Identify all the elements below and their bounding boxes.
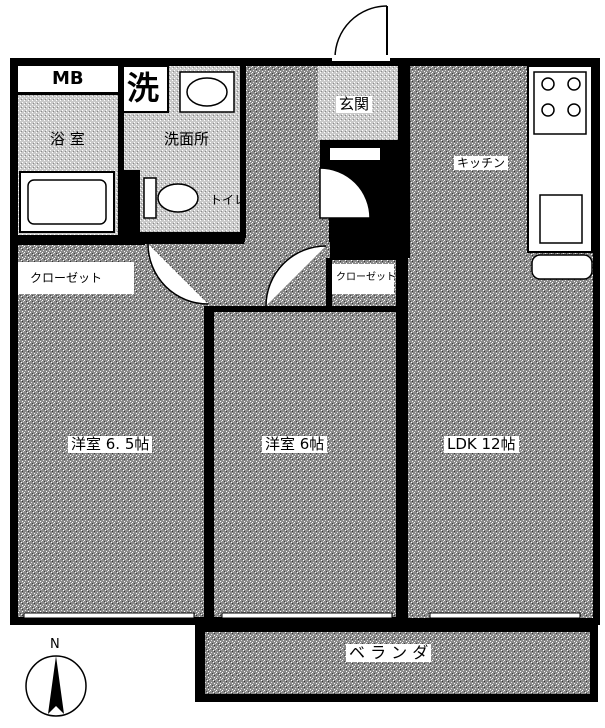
kitchen-sink bbox=[539, 194, 583, 244]
closet-left bbox=[18, 262, 134, 294]
bedroom-left-label: 洋室 6. 5帖 bbox=[68, 436, 153, 453]
ldk-label: LDK 12帖 bbox=[444, 436, 519, 453]
bathtub bbox=[19, 171, 115, 233]
mb-label: MB bbox=[52, 68, 84, 89]
toilet-label: トイレ bbox=[210, 193, 247, 207]
bedroom-mid-floor bbox=[214, 312, 400, 617]
compass-north-label: N bbox=[50, 637, 60, 652]
washer-box bbox=[121, 65, 169, 113]
kitchen-label: キッチン bbox=[454, 156, 509, 170]
sink-basin bbox=[186, 77, 228, 107]
closet-mid-label: クローゼット bbox=[336, 272, 396, 283]
toilet-bowl bbox=[157, 183, 199, 213]
washer-label: 洗 bbox=[127, 69, 160, 107]
mb-box bbox=[18, 66, 118, 92]
compass-arrow bbox=[48, 656, 64, 714]
entry-door-swing bbox=[334, 5, 388, 59]
washroom-label: 洗面所 bbox=[164, 130, 210, 148]
bath-label: 浴 室 bbox=[50, 130, 85, 148]
veranda-label: ベ ラ ン ダ bbox=[346, 644, 432, 662]
bedroom-mid-label: 洋室 6帖 bbox=[262, 436, 328, 453]
genkan-label: 玄関 bbox=[336, 96, 373, 113]
closet-left-label: クローゼット bbox=[30, 271, 103, 285]
